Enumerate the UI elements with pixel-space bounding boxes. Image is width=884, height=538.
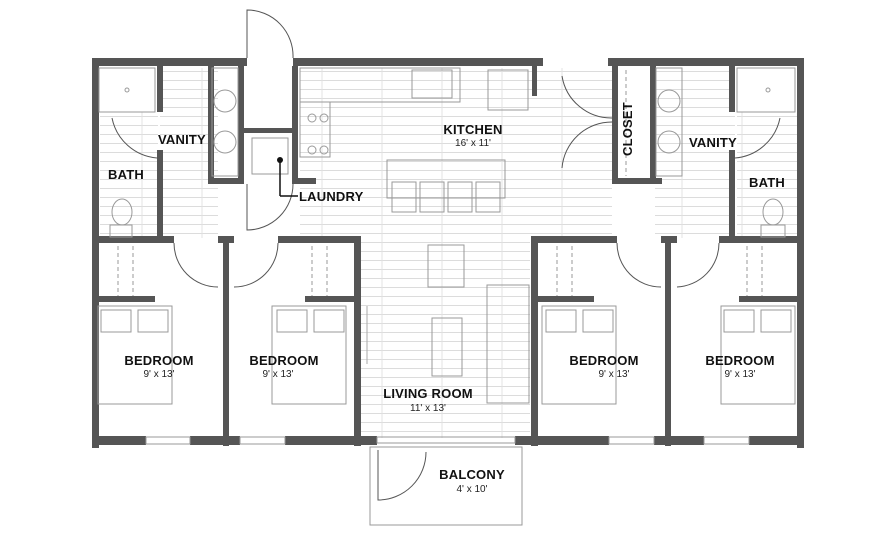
- balcony-label: BALCONY: [439, 467, 505, 482]
- living-room-label: LIVING ROOM: [383, 386, 473, 401]
- balcony-dimensions: 4' x 10': [456, 484, 488, 495]
- vanity-right-label: VANITY: [689, 135, 737, 150]
- bedroom-2-dimensions: 9' x 13': [262, 369, 294, 380]
- bedroom-2-label: BEDROOM: [249, 353, 319, 368]
- bedroom-1-dimensions: 9' x 13': [143, 369, 175, 380]
- bedroom-3-dimensions: 9' x 13': [598, 369, 630, 380]
- living-room-dimensions: 11' x 13': [410, 403, 446, 414]
- bedroom-3-label: BEDROOM: [569, 353, 639, 368]
- bedroom-1-label: BEDROOM: [124, 353, 194, 368]
- walls: [92, 58, 804, 448]
- windows: [145, 436, 750, 445]
- fixtures: [97, 67, 796, 526]
- kitchen-label: KITCHEN: [443, 122, 503, 137]
- bedroom-4-label: BEDROOM: [705, 353, 775, 368]
- bath-left-label: BATH: [108, 167, 144, 182]
- kitchen-dimensions: 16' x 11': [455, 138, 491, 149]
- vanity-left-label: VANITY: [158, 132, 206, 147]
- bedroom-4-dimensions: 9' x 13': [724, 369, 756, 380]
- laundry-label: LAUNDRY: [299, 189, 364, 204]
- bath-right-label: BATH: [749, 175, 785, 190]
- closet-label: CLOSET: [620, 102, 635, 156]
- doors: [111, 9, 781, 501]
